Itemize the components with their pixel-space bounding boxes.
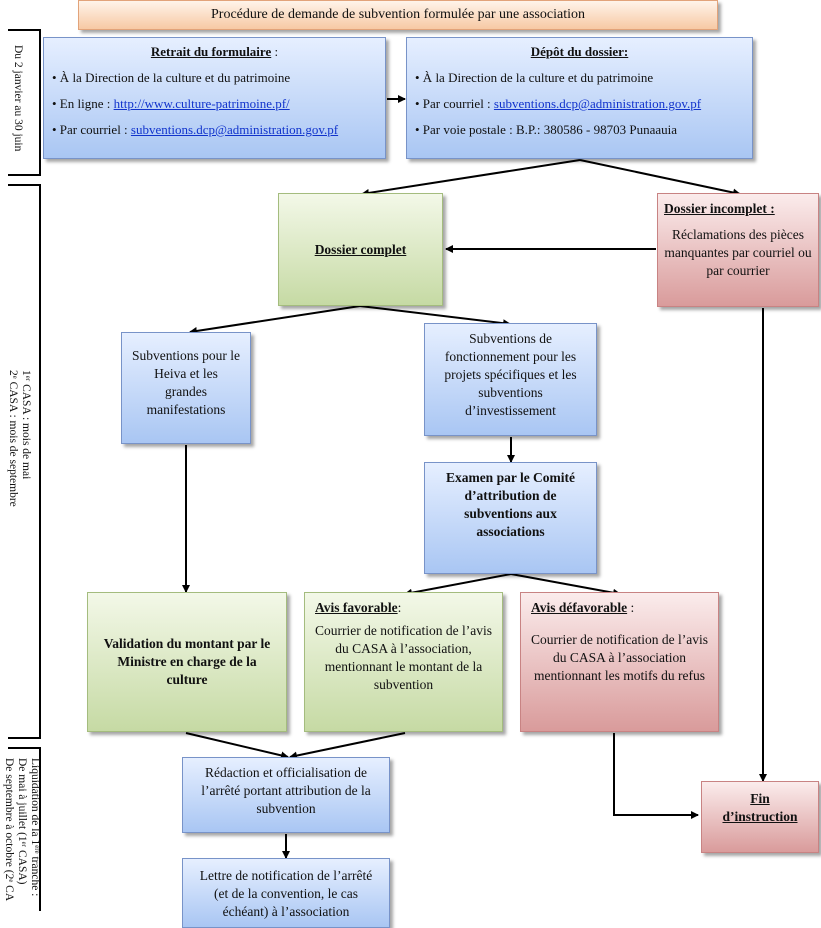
procedure-title-text: Procédure de demande de subvention formu… — [211, 7, 585, 22]
depot-list: • À la Direction de la culture et du pat… — [407, 69, 752, 139]
redaction-arrete-box: Rédaction et officialisation de l’arrêté… — [182, 757, 390, 833]
dossier-incomplet-heading: Dossier incomplet : — [664, 201, 775, 216]
validation-montant-box: Validation du montant par le Ministre en… — [87, 592, 287, 732]
depot-heading: Dépôt du dossier: — [530, 44, 629, 59]
redaction-arrete-text: Rédaction et officialisation de l’arrêté… — [201, 765, 371, 816]
dossier-complet-box: Dossier complet — [278, 193, 443, 306]
arrow-defavorable-fin — [613, 733, 699, 819]
retrait-heading-suffix: : — [271, 44, 279, 59]
depot-item-email: • Par courriel : subventions.dcp@adminis… — [415, 95, 752, 113]
arrow-favorable-redaction — [289, 732, 406, 760]
arrow-complet-heiva — [189, 305, 361, 335]
timeline-bracket-1 — [8, 29, 41, 176]
side-label-period-3-line3: De septembre à octobre (2ᵉ CA — [3, 758, 15, 902]
culture-patrimoine-link[interactable]: http://www.culture-patrimoine.pf/ — [113, 96, 290, 111]
retrait-list: • À la Direction de la culture et du pat… — [44, 69, 385, 139]
validation-montant-text: Validation du montant par le Ministre en… — [103, 636, 271, 687]
depot-email-label: • Par courriel : — [415, 96, 494, 111]
avis-favorable-text: Courrier de notification de l’avis du CA… — [315, 623, 492, 692]
retrait-email-link[interactable]: subventions.dcp@administration.gov.pf — [130, 122, 339, 137]
avis-favorable-heading: Avis favorable — [315, 600, 398, 615]
side-label-period-3: Liquidation de la 1ᵉʳᵉ tranche : De mai … — [2, 758, 41, 901]
side-label-period-2: 1ᵉʳ CASA : mois de mai 2ᵉ CASA : mois de… — [6, 370, 32, 507]
side-label-period-1: Du 2 janvier au 30 juin — [11, 45, 24, 151]
retrait-formulaire-box: Retrait du formulaire : • À la Direction… — [43, 37, 386, 159]
fin-instruction-box: Fin d’instruction — [701, 781, 819, 853]
depot-heading-row: Dépôt du dossier: — [407, 43, 752, 61]
procedure-title: Procédure de demande de subvention formu… — [78, 0, 718, 30]
examen-comite-text: Examen par le Comité d’attribution de su… — [445, 470, 576, 539]
fin-instruction-text: Fin d’instruction — [722, 791, 798, 824]
avis-defavorable-suffix: : — [627, 600, 635, 615]
lettre-notification-text: Lettre de notification de l’arrêté (et d… — [199, 868, 373, 919]
side-label-period-3-line2: De mai à juillet (1ᵉʳ CASA) — [16, 758, 28, 885]
arrow-validation-redaction — [185, 732, 289, 760]
lettre-notification-box: Lettre de notification de l’arrêté (et d… — [182, 858, 390, 928]
arrow-depot-complet — [361, 159, 581, 197]
dossier-complet-label: Dossier complet — [314, 241, 407, 257]
side-label-period-2-line2: 2ᵉ CASA : mois de septembre — [7, 370, 19, 507]
avis-defavorable-text: Courrier de notification de l’avis du CA… — [531, 632, 708, 683]
avis-defavorable-box: Avis défavorable : Courrier de notificat… — [520, 592, 719, 732]
retrait-email-label: • Par courriel : — [52, 122, 131, 137]
avis-favorable-heading-row: Avis favorable: — [315, 599, 492, 617]
retrait-item-email: • Par courriel : subventions.dcp@adminis… — [52, 121, 385, 139]
avis-favorable-box: Avis favorable: Courrier de notification… — [304, 592, 503, 732]
depot-email-link[interactable]: subventions.dcp@administration.gov.pf — [493, 96, 702, 111]
avis-favorable-suffix: : — [397, 600, 402, 615]
depot-item-direction: • À la Direction de la culture et du pat… — [415, 70, 654, 85]
timeline-bracket-2 — [8, 184, 41, 739]
subventions-fonctionnement-box: Subventions de fonctionnement pour les p… — [424, 323, 597, 436]
avis-defavorable-heading-row: Avis défavorable : — [531, 599, 708, 617]
avis-defavorable-heading: Avis défavorable — [531, 600, 628, 615]
arrow-complet-fonct — [359, 305, 511, 328]
retrait-item-online: • En ligne : http://www.culture-patrimoi… — [52, 95, 385, 113]
examen-comite-box: Examen par le Comité d’attribution de su… — [424, 462, 597, 574]
dossier-incomplet-text: Réclamations des pièces manquantes par c… — [664, 227, 812, 278]
side-label-period-3-line1: Liquidation de la 1ᵉʳᵉ tranche : — [29, 758, 41, 897]
subventions-heiva-box: Subventions pour le Heiva et les grandes… — [121, 332, 251, 444]
subventions-heiva-text: Subventions pour le Heiva et les grandes… — [132, 348, 240, 417]
timeline-bracket-3 — [8, 747, 41, 911]
retrait-heading-row: Retrait du formulaire : — [44, 43, 385, 61]
side-label-period-2-line1: 1ᵉʳ CASA : mois de mai — [20, 370, 32, 480]
dossier-incomplet-box: Dossier incomplet : Réclamations des piè… — [657, 193, 819, 307]
retrait-online-label: • En ligne : — [52, 96, 114, 111]
arrow-examen-favorable — [404, 573, 512, 597]
depot-item-postal: • Par voie postale : B.P.: 380586 - 9870… — [415, 122, 677, 137]
depot-dossier-box: Dépôt du dossier: • À la Direction de la… — [406, 37, 753, 159]
retrait-item-direction: • À la Direction de la culture et du pat… — [52, 70, 291, 85]
side-label-period-1-text: Du 2 janvier au 30 juin — [12, 45, 24, 152]
subventions-fonctionnement-text: Subventions de fonctionnement pour les p… — [444, 331, 577, 418]
arrow-depot-incomplet — [579, 159, 741, 197]
arrow-examen-defavorable — [510, 573, 621, 597]
retrait-heading: Retrait du formulaire — [150, 44, 272, 59]
